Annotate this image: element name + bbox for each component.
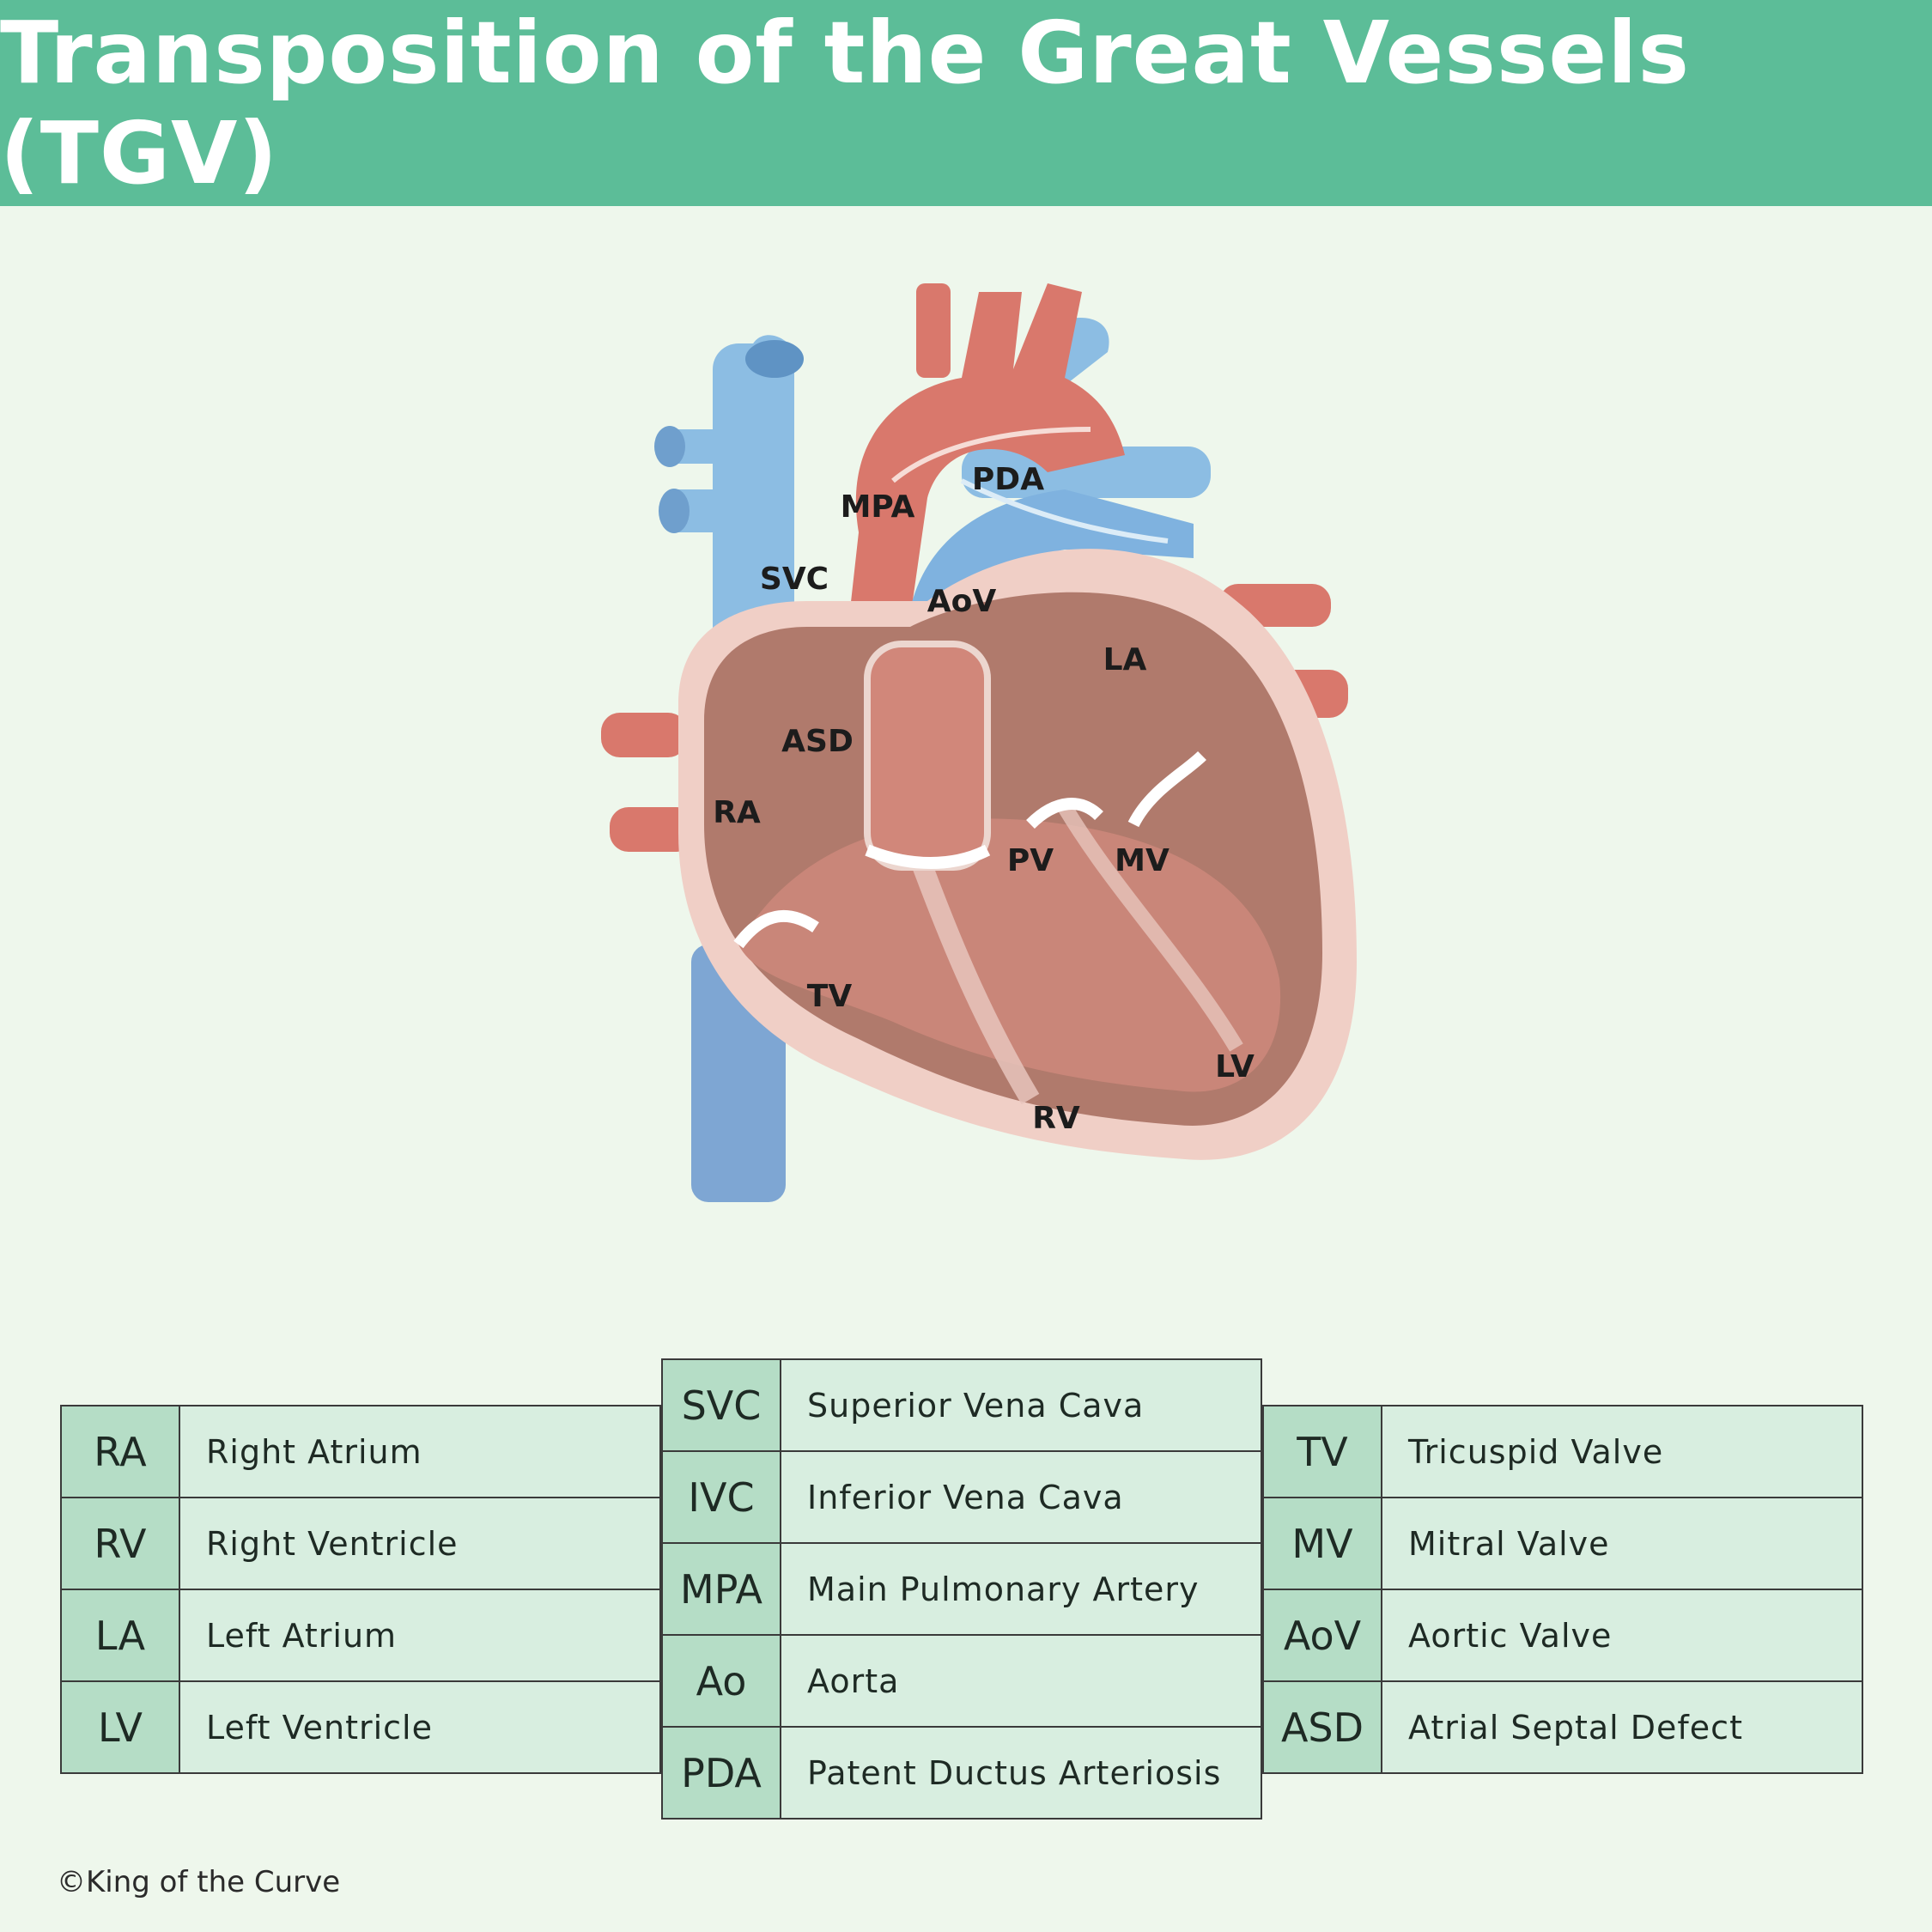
legend-table-middle: SVC Superior Vena Cava IVC Inferior Vena… [661, 1358, 1262, 1820]
legend-abbr: AoV [1262, 1589, 1382, 1682]
label-ra: RA [713, 795, 761, 830]
tricuspid-valve [733, 910, 819, 949]
aorta-branch-1 [916, 283, 951, 378]
aortic-valve [865, 844, 991, 869]
legend-row: ASD Atrial Septal Defect [1262, 1680, 1863, 1774]
flow-arrow-1 [891, 427, 1091, 483]
legend-desc: Right Ventricle [179, 1497, 661, 1590]
label-la: LA [1103, 642, 1147, 677]
legend-desc: Left Atrium [179, 1589, 661, 1682]
legend-row: LV Left Ventricle [60, 1680, 661, 1774]
label-mv: MV [1115, 843, 1170, 878]
legend-row: SVC Superior Vena Cava [661, 1358, 1262, 1452]
legend-row: IVC Inferior Vena Cava [661, 1450, 1262, 1544]
legend-desc: Atrial Septal Defect [1381, 1680, 1863, 1774]
legend-row: MV Mitral Valve [1262, 1497, 1863, 1590]
pda-vessel [962, 447, 1211, 498]
label-rv: RV [1032, 1101, 1080, 1136]
legend-abbr: RV [60, 1497, 180, 1590]
legend-row: MPA Main Pulmonary Artery [661, 1542, 1262, 1636]
legend-abbr: ASD [1262, 1680, 1382, 1774]
legend-abbr: LV [60, 1680, 180, 1774]
legend-desc: Inferior Vena Cava [780, 1450, 1262, 1544]
aortic-root [864, 641, 991, 871]
label-pda: PDA [972, 462, 1044, 497]
legend-row: Ao Aorta [661, 1634, 1262, 1728]
legend-row: RV Right Ventricle [60, 1497, 661, 1590]
svc-branch-opening [654, 426, 685, 467]
legend-table-right: TV Tricuspid Valve MV Mitral Valve AoV A… [1262, 1405, 1863, 1774]
legend-abbr: SVC [661, 1358, 781, 1452]
legend-abbr: PDA [661, 1726, 781, 1820]
legend-desc: Aorta [780, 1634, 1262, 1728]
legend-desc: Superior Vena Cava [780, 1358, 1262, 1452]
legend-table-left: RA Right Atrium RV Right Ventricle LA Le… [60, 1405, 661, 1774]
label-mpa: MPA [841, 489, 915, 525]
legend-row: PDA Patent Ductus Arteriosis [661, 1726, 1262, 1820]
septum-inner [1058, 803, 1243, 1052]
legend-abbr: TV [1262, 1405, 1382, 1498]
legend-row: TV Tricuspid Valve [1262, 1405, 1863, 1498]
legend-row: AoV Aortic Valve [1262, 1589, 1863, 1682]
aortic-arch [850, 283, 1125, 618]
svc-branch-2-opening [659, 489, 690, 533]
mitral-valve [1127, 750, 1206, 828]
pulmonary-vein-left-1 [601, 713, 687, 757]
label-lv: LV [1215, 1049, 1255, 1084]
legend-abbr: IVC [661, 1450, 781, 1544]
title-banner: Transposition of the Great Vessels (TGV) [0, 0, 1932, 206]
legend-desc: Mitral Valve [1381, 1497, 1863, 1590]
label-svc: SVC [760, 562, 829, 597]
legend-abbr: LA [60, 1589, 180, 1682]
pulmonary-vein-left-2 [610, 807, 696, 852]
pulmonary-valve [1026, 798, 1103, 829]
legend-desc: Patent Ductus Arteriosis [780, 1726, 1262, 1820]
ventricles [738, 818, 1281, 1092]
label-asd: ASD [781, 724, 854, 759]
legend-abbr: Ao [661, 1634, 781, 1728]
label-aov: AoV [927, 584, 997, 619]
label-pv: PV [1007, 843, 1054, 878]
legend-desc: Tricuspid Valve [1381, 1405, 1863, 1498]
legend-desc: Aortic Valve [1381, 1589, 1863, 1682]
legend-abbr: RA [60, 1405, 180, 1498]
heart-diagram: SVC MPA PDA AoV LA ASD RA PV MV TV LV RV [601, 283, 1357, 1202]
legend-desc: Right Atrium [179, 1405, 661, 1498]
legend-abbr: MPA [661, 1542, 781, 1636]
label-tv: TV [807, 979, 853, 1014]
legend-desc: Left Ventricle [179, 1680, 661, 1774]
copyright-notice: ©King of the Curve [57, 1865, 341, 1899]
legend-row: LA Left Atrium [60, 1589, 661, 1682]
flow-arrow-2 [960, 478, 1169, 544]
page-title: Transposition of the Great Vessels (TGV) [0, 3, 1690, 204]
legend-row: RA Right Atrium [60, 1405, 661, 1498]
svc-opening [745, 340, 804, 378]
legend-desc: Main Pulmonary Artery [780, 1542, 1262, 1636]
legend-abbr: MV [1262, 1497, 1382, 1590]
